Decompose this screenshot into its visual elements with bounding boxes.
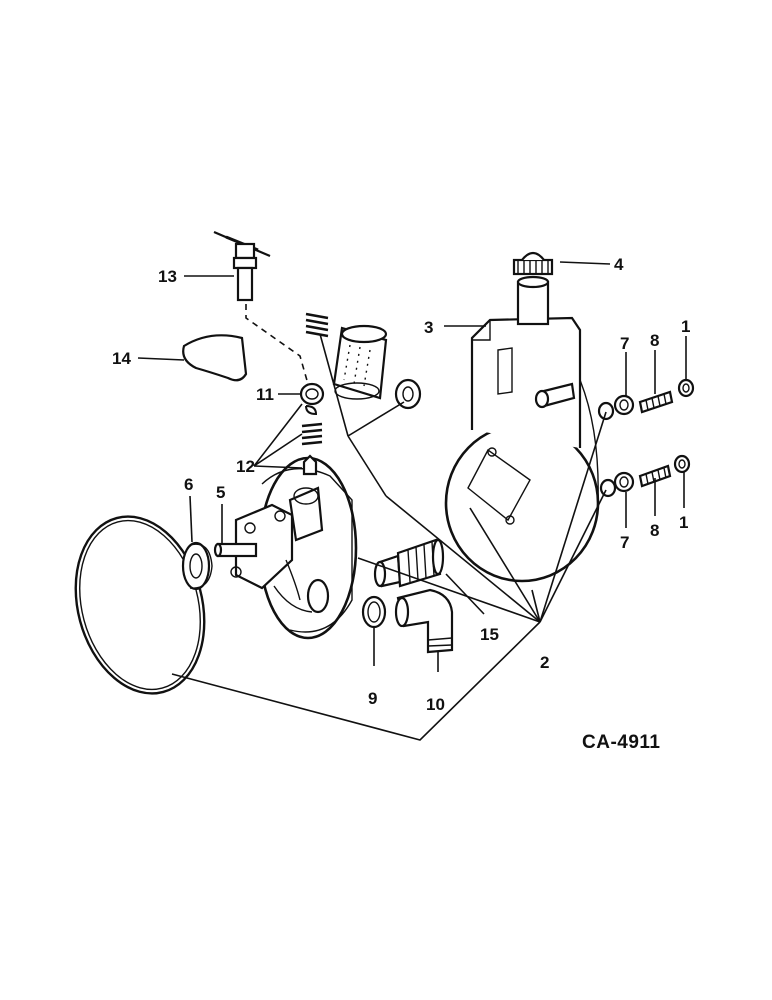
callout-10: 10 [426, 695, 445, 714]
hardware-lower [599, 454, 691, 498]
o-ring-part-9 [361, 595, 387, 629]
callout-7-upper: 7 [620, 334, 629, 353]
callout-14: 14 [112, 349, 131, 368]
seal-part-6 [181, 541, 213, 591]
fitting-part-15 [373, 538, 445, 588]
callout-5: 5 [216, 483, 225, 502]
callout-12: 12 [236, 457, 255, 476]
filler-cap-part-4 [512, 251, 554, 276]
hardware-upper [597, 378, 695, 421]
filter-cartridge [332, 324, 388, 400]
reservoir-part-3 [444, 275, 600, 583]
callout-1-lower: 1 [679, 513, 688, 532]
callout-8-upper: 8 [650, 331, 659, 350]
leader-lines [137, 261, 687, 741]
callout-11: 11 [256, 385, 274, 404]
callout-4: 4 [614, 255, 624, 274]
callout-15: 15 [480, 625, 499, 644]
snap-ring-part-11 [299, 382, 325, 406]
callout-3: 3 [424, 318, 433, 337]
callout-1-upper: 1 [681, 317, 690, 336]
callout-13: 13 [158, 267, 177, 286]
valve-parts-12 [301, 405, 323, 476]
callout-9: 9 [368, 689, 377, 708]
shaft-part-5 [213, 542, 258, 558]
callout-7-lower: 7 [620, 533, 629, 552]
filter-washer [394, 378, 422, 410]
callout-labels: 13 14 11 12 6 5 3 4 7 8 1 1 8 7 15 2 9 1… [112, 255, 690, 714]
dipstick-part-13 [213, 230, 271, 302]
figure-id: CA-4911 [582, 732, 661, 753]
callout-6: 6 [184, 475, 193, 494]
callout-2: 2 [540, 653, 549, 672]
pump-body [230, 456, 358, 640]
elbow-part-10 [394, 588, 454, 654]
gasket-part-14 [182, 334, 248, 382]
callout-8-lower: 8 [650, 521, 659, 540]
filter-spring [305, 312, 329, 338]
large-o-ring [74, 515, 206, 695]
